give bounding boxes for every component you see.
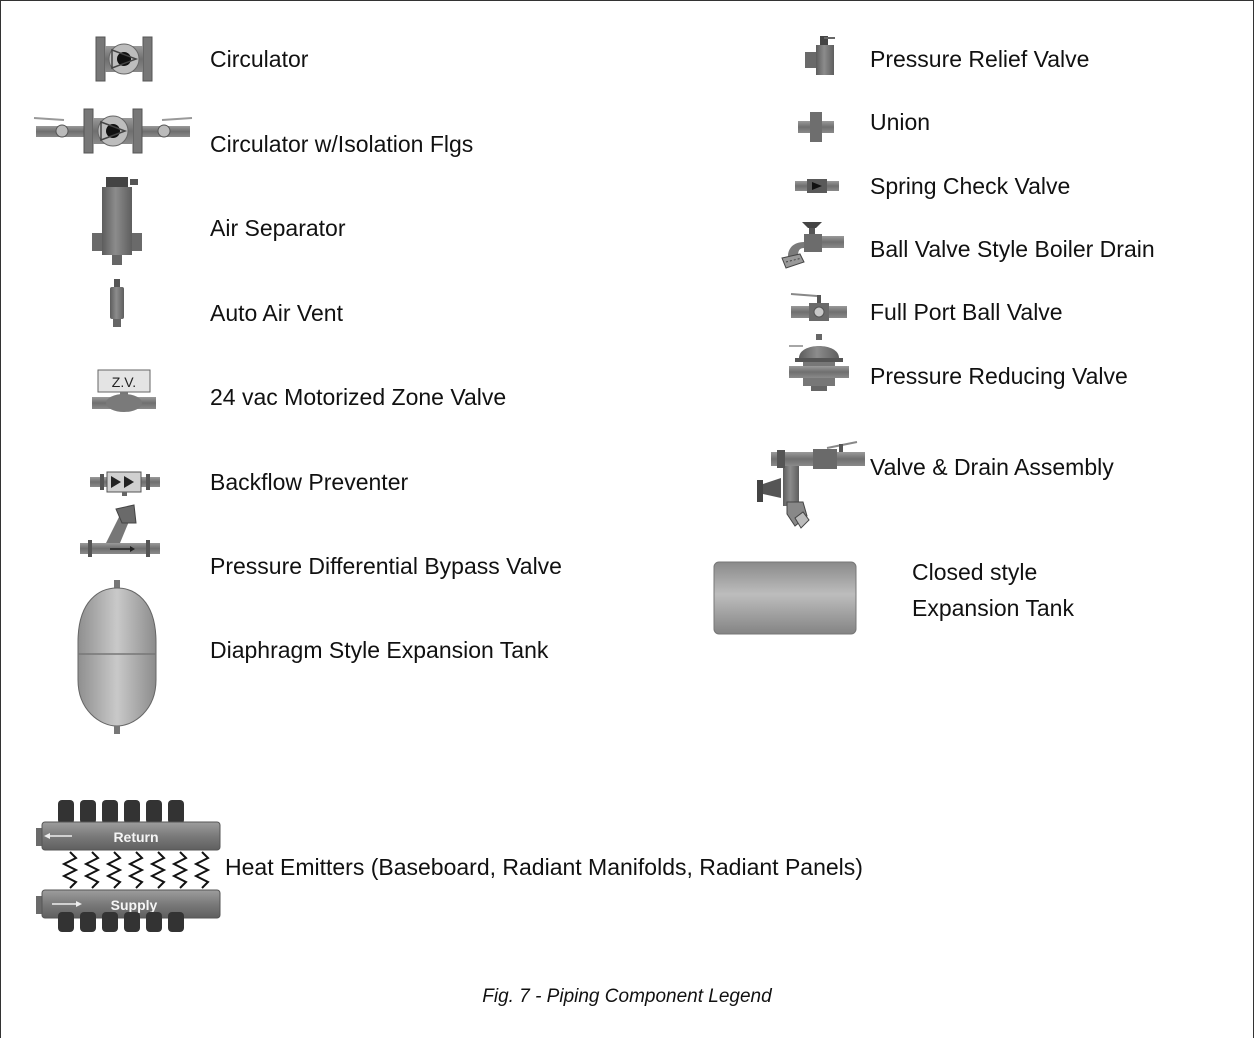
legend-label-ball-valve: Full Port Ball Valve — [870, 299, 1063, 325]
manifold-return-text: Return — [113, 829, 158, 845]
legend-label-diaphragm-tank: Diaphragm Style Expansion Tank — [210, 637, 549, 663]
legend-label-union: Union — [870, 109, 931, 135]
manifold-icon: Return Supply — [36, 800, 224, 934]
union-icon — [798, 112, 834, 142]
legend-label-pressure-reducing: Pressure Reducing Valve — [870, 363, 1128, 389]
legend-label-heat-emitters: Heat Emitters (Baseboard, Radiant Manifo… — [225, 854, 863, 880]
legend-label-spring-check: Spring Check Valve — [870, 173, 1071, 199]
pressure-reducing-valve-icon — [789, 334, 849, 392]
legend-label-closed-tank-line1: Closed style — [912, 559, 1038, 585]
boiler-drain-icon — [780, 222, 844, 270]
pressure-relief-valve-icon — [803, 36, 839, 78]
legend-label-bypass-valve: Pressure Differential Bypass Valve — [210, 553, 562, 579]
zone-valve-icon: Z.V. — [92, 369, 156, 417]
legend-label-valve-drain-assembly: Valve & Drain Assembly — [870, 454, 1114, 480]
legend-label-boiler-drain: Ball Valve Style Boiler Drain — [870, 236, 1155, 262]
ball-valve-icon — [790, 292, 847, 324]
auto-air-vent-icon — [107, 279, 127, 329]
diaphragm-tank-icon — [76, 580, 158, 736]
circulator-icon — [95, 34, 153, 84]
circulator-isolation-flanges-icon — [33, 106, 194, 158]
legend-label-backflow-preventer: Backflow Preventer — [210, 469, 409, 495]
zone-valve-icon-text: Z.V. — [112, 374, 136, 390]
figure-caption: Fig. 7 - Piping Component Legend — [482, 986, 772, 1007]
legend-label-circulator: Circulator — [210, 46, 309, 72]
legend-label-air-separator: Air Separator — [210, 215, 346, 241]
valve-drain-assembly-icon — [757, 440, 865, 530]
manifold-supply-text: Supply — [111, 897, 158, 913]
legend-label-closed-tank-line2: Expansion Tank — [912, 595, 1074, 621]
backflow-preventer-icon — [90, 470, 160, 496]
closed-tank-icon — [713, 561, 857, 635]
air-separator-icon — [92, 177, 146, 267]
legend-label-pressure-relief: Pressure Relief Valve — [870, 46, 1090, 72]
legend-label-auto-air-vent: Auto Air Vent — [210, 300, 343, 326]
spring-check-valve-icon — [795, 178, 839, 194]
legend-label-zone-valve: 24 vac Motorized Zone Valve — [210, 384, 507, 410]
legend-label-circulator-isolation: Circulator w/Isolation Flgs — [210, 131, 474, 157]
bypass-valve-icon — [80, 504, 160, 561]
